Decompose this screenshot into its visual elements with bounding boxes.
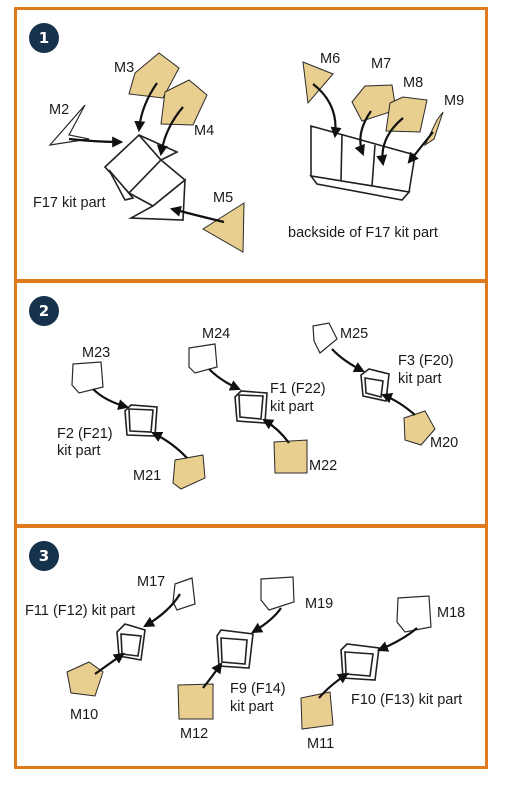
step-1-badge: 1 [29, 23, 59, 53]
step-2-badge: 2 [29, 296, 59, 326]
mask-m22 [273, 439, 308, 474]
label-m21: M21 [133, 468, 161, 484]
label-backside-f17: backside of F17 kit part [288, 225, 438, 241]
label-m8: M8 [403, 75, 423, 91]
mask-m3 [128, 52, 180, 99]
label-m20: M20 [430, 435, 458, 451]
step-1-panel: 1 [14, 7, 488, 282]
label-f10-kit-part: F10 (F13) kit part [351, 692, 462, 708]
label-m7: M7 [371, 56, 391, 72]
label-m10: M10 [70, 707, 98, 723]
label-m2: M2 [49, 102, 69, 118]
label-m3: M3 [114, 60, 134, 76]
mask-m7 [351, 84, 397, 122]
label-m23: M23 [82, 345, 110, 361]
kit-part-f11 [116, 623, 146, 661]
mask-m24 [188, 343, 218, 374]
label-m6: M6 [320, 51, 340, 67]
label-f2-line1: F2 (F21) [57, 426, 113, 442]
label-m4: M4 [194, 123, 214, 139]
kit-part-f1 [234, 390, 268, 424]
kit-part-f10 [340, 643, 380, 681]
mask-m20 [403, 410, 436, 446]
label-f3-line2: kit part [398, 371, 442, 387]
mask-m12 [177, 683, 214, 720]
mask-m11 [300, 691, 334, 730]
label-f2-line2: kit part [57, 443, 101, 459]
label-f3-line1: F3 (F20) [398, 353, 454, 369]
label-m22: M22 [309, 458, 337, 474]
step-1-diagram: M3 M2 M4 M5 F17 kit part M6 M7 M8 M9 bac… [33, 51, 464, 253]
mask-m18 [396, 595, 432, 633]
mask-m8 [385, 96, 428, 133]
mask-m21 [172, 454, 206, 490]
step-2-diagram: M23 M24 M25 F2 (F21) kit part F1 (F22) k… [57, 322, 458, 490]
label-m19: M19 [305, 596, 333, 612]
label-f9-line2: kit part [230, 699, 274, 715]
label-m11: M11 [307, 736, 334, 752]
label-f9-line1: F9 (F14) [230, 681, 286, 697]
mask-m5 [202, 202, 245, 253]
label-m9: M9 [444, 93, 464, 109]
label-f1-line2: kit part [270, 399, 314, 415]
f17-kit-part [103, 133, 187, 221]
step-2-panel: 2 M23 M24 M25 F2 (F2 [14, 280, 488, 527]
mask-m6 [302, 61, 334, 105]
step-3-panel: 3 M17 F11 (F12) kit part [14, 525, 488, 769]
mask-m19 [260, 576, 295, 611]
label-f1-line1: F1 (F22) [270, 381, 326, 397]
label-m12: M12 [180, 726, 208, 742]
mask-m4 [160, 79, 208, 126]
mask-m2 [48, 104, 90, 146]
label-f11-kit-part: F11 (F12) kit part [25, 603, 135, 619]
kit-part-f9 [216, 629, 254, 669]
step-3-diagram: M17 F11 (F12) kit part M19 M18 F9 (F14) … [25, 574, 465, 752]
mask-m10 [66, 661, 104, 697]
kit-part-f2 [124, 404, 158, 437]
label-f17-kit-part: F17 kit part [33, 195, 106, 211]
mask-m25 [312, 322, 338, 354]
label-m17: M17 [137, 574, 165, 590]
label-m24: M24 [202, 326, 230, 342]
mask-m17 [172, 577, 196, 611]
f17-backside-part [309, 124, 416, 201]
step-3-badge: 3 [29, 541, 59, 571]
label-m25: M25 [340, 326, 368, 342]
label-m18: M18 [437, 605, 465, 621]
mask-m23 [71, 361, 104, 394]
label-m5: M5 [213, 190, 233, 206]
